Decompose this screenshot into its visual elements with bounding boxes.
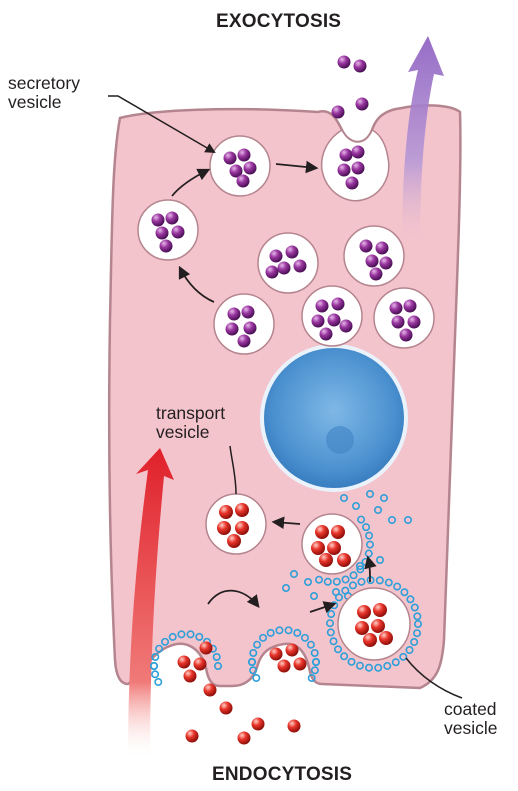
transport-label-line2: vesicle (156, 423, 225, 442)
coated-label-line1: coated (444, 700, 498, 719)
coat-protein (253, 675, 259, 681)
secretory-vesicle-label: secretory vesicle (8, 74, 80, 112)
transport-vesicle-label: transport vesicle (156, 404, 225, 442)
coat-protein (151, 663, 157, 669)
coat-protein (155, 679, 161, 685)
coated-label-line2: vesicle (444, 719, 498, 738)
endocytosis-title: ENDOCYTOSIS (212, 765, 352, 786)
nucleolus (326, 426, 354, 454)
coat-protein (152, 671, 158, 677)
transport-label-line1: transport (156, 404, 225, 423)
secretory-label-line2: vesicle (8, 93, 80, 112)
coated-vesicle-label: coated vesicle (444, 700, 498, 738)
secretory-label-line1: secretory (8, 74, 80, 93)
exocytosis-title: EXOCYTOSIS (216, 12, 341, 33)
nucleus (262, 346, 406, 490)
